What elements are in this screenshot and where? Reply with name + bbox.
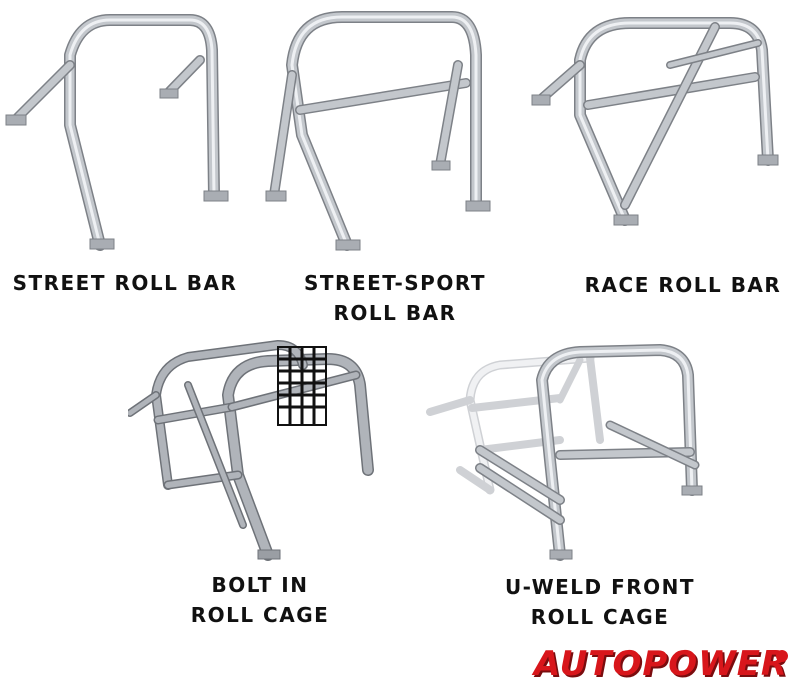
trademark-badge-icon xyxy=(776,650,788,662)
bolt-in-roll-cage-label: BOLT IN ROLL CAGE xyxy=(175,570,345,630)
bolt-in-roll-cage-label-line-1: BOLT IN xyxy=(211,573,309,597)
autopower-logo: AUTOPOWER xyxy=(528,636,794,692)
bolt-in-roll-cage-image xyxy=(128,335,378,565)
street-sport-roll-bar-label-line-1: STREET-SPORT xyxy=(304,271,486,295)
street-roll-bar-label-line-1: STREET ROLL BAR xyxy=(12,271,238,295)
u-weld-front-roll-cage-label: U-WELD FRONT ROLL CAGE xyxy=(495,572,705,632)
street-roll-bar-illustration xyxy=(5,14,229,251)
race-roll-bar-label: RACE ROLL BAR xyxy=(578,270,788,300)
street-sport-roll-bar-label-line-2: ROLL BAR xyxy=(333,301,457,325)
street-sport-roll-bar-image xyxy=(262,5,502,255)
street-sport-roll-bar-illustration xyxy=(265,11,491,251)
race-roll-bar-image xyxy=(530,5,780,235)
street-sport-roll-bar-label: STREET-SPORT ROLL BAR xyxy=(290,268,500,328)
street-roll-bar-image xyxy=(0,5,240,255)
autopower-logo-text: AUTOPOWER xyxy=(533,644,789,684)
race-roll-bar-label-line-1: RACE ROLL BAR xyxy=(584,273,782,297)
u-weld-front-roll-cage-label-line-1: U-WELD FRONT xyxy=(504,575,696,599)
street-roll-bar-label: STREET ROLL BAR xyxy=(10,268,240,298)
bolt-in-roll-cage-illustration xyxy=(128,340,374,561)
u-weld-front-roll-cage-illustration xyxy=(426,344,703,561)
race-roll-bar-illustration xyxy=(531,17,779,226)
bolt-in-roll-cage-label-line-2: ROLL CAGE xyxy=(190,603,330,627)
u-weld-front-roll-cage-image xyxy=(410,340,710,570)
u-weld-front-roll-cage-label-line-2: ROLL CAGE xyxy=(530,605,670,629)
window-net xyxy=(277,346,327,426)
